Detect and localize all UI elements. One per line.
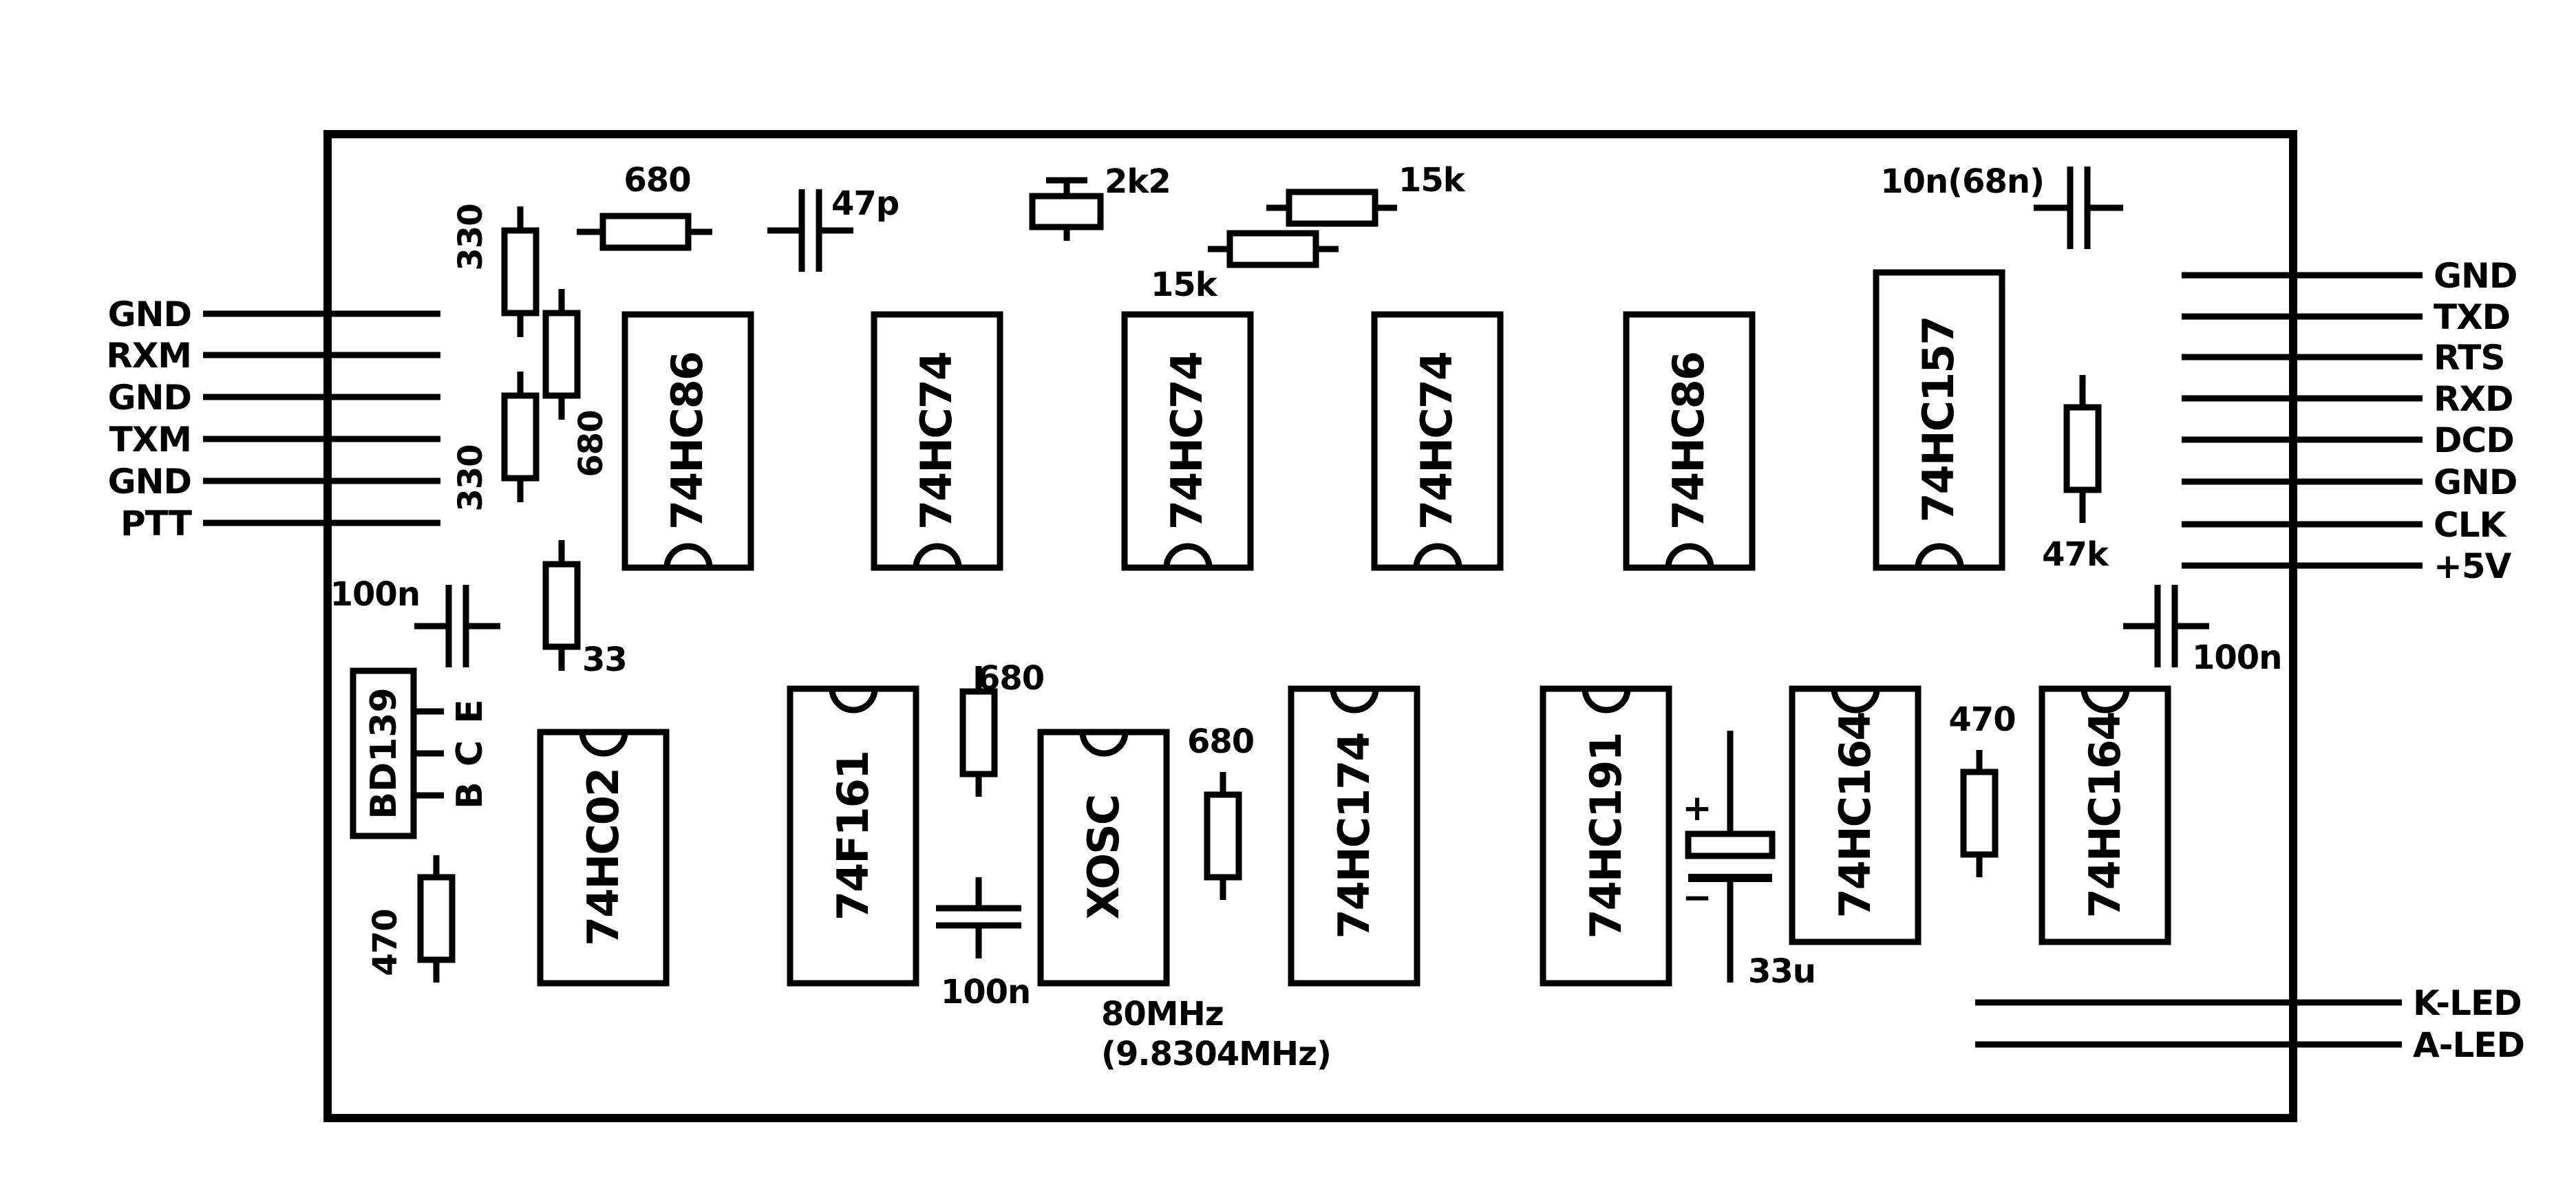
right-pin-label: TXD (2434, 297, 2510, 337)
right-pin-label: GND (2434, 462, 2517, 502)
right-connector: GND TXD RTS RXD DCD GND CLK +5V (2182, 256, 2518, 586)
capacitor-10n: 10n(68n) (1880, 162, 2123, 249)
ic-u9: XOSC (1037, 729, 1170, 987)
resistor-15k-b: 15k (1151, 230, 1339, 304)
ic-label: 74HC174 (1329, 733, 1379, 938)
resistor-value: 680 (977, 659, 1044, 698)
right-pin-label: DCD (2434, 420, 2514, 460)
resistor-680-a: 680 (542, 289, 610, 477)
resistor-value: 680 (572, 410, 610, 477)
ic-u7: 74HC02 (537, 729, 670, 987)
resistor-value: 680 (1187, 722, 1254, 761)
ic-label: 74HC02 (578, 769, 628, 946)
resistor-value: 680 (624, 161, 690, 200)
left-pin-label: GND (108, 378, 191, 418)
resistor-value: 470 (366, 909, 405, 976)
ic-u6: 74HC157 (1873, 269, 2005, 571)
right-pin-label: RXD (2434, 379, 2513, 419)
ic-u12: 74HC164 (1789, 685, 1922, 945)
right-pin-label: CLK (2434, 505, 2508, 545)
capacitor-value: 100n (941, 973, 1030, 1011)
ic-u10: 74HC174 (1288, 685, 1420, 987)
capacitor-value: 47p (831, 184, 899, 223)
resistor-value: 47k (2042, 535, 2109, 574)
right-pin-label: RTS (2434, 338, 2504, 378)
ic-label: 74HC74 (1162, 352, 1212, 530)
resistor-680-top: 680 (577, 161, 712, 251)
capacitor-100n-b: 100n (936, 877, 1031, 1011)
osc-frequency-label: 80MHz (1101, 995, 1224, 1033)
ic-label: 74HC164 (2080, 712, 2130, 918)
resistor-value: 470 (1948, 700, 2015, 739)
ic-label: 74F161 (828, 751, 878, 921)
capacitor-plus-sign: + (1682, 788, 1712, 829)
resistor-330-b: 330 (451, 372, 540, 512)
ic-u13: 74HC164 (2039, 685, 2171, 945)
resistor-value: 330 (451, 444, 490, 511)
capacitor-minus-sign: − (1682, 877, 1712, 919)
ic-u11: 74HC191 (1540, 685, 1672, 987)
a-led-label: A-LED (2413, 1025, 2524, 1065)
ic-u5: 74HC86 (1623, 311, 1756, 571)
transistor-label: BD139 (363, 687, 405, 819)
left-pin-label: GND (108, 294, 191, 334)
ic-label: 74HC157 (1913, 316, 1963, 522)
resistor-33: 33 (542, 540, 628, 679)
left-pin-label: RXM (106, 336, 191, 376)
ic-u2: 74HC74 (871, 311, 1003, 571)
ic-label: XOSC (1078, 795, 1129, 919)
trimmer-2k2: 2k2 (1029, 162, 1171, 241)
ic-u4: 74HC74 (1371, 311, 1504, 571)
osc-frequency-alt-label: (9.8304MHz) (1101, 1035, 1331, 1073)
ic-label: 74HC86 (662, 352, 712, 530)
resistor-470-b: 470 (1948, 700, 2016, 877)
pin-c-label: C (449, 740, 491, 766)
ic-label: 74HC74 (911, 352, 961, 530)
right-pin-label: GND (2434, 256, 2517, 296)
capacitor-value: 10n(68n) (1880, 162, 2044, 201)
k-led-label: K-LED (2413, 983, 2522, 1023)
transistor-bd139: BD139 E C B (350, 667, 491, 839)
pin-e-label: E (449, 699, 491, 724)
ic-label: 74HC191 (1581, 733, 1631, 938)
trimmer-value: 2k2 (1105, 162, 1171, 201)
left-pin-label: PTT (120, 504, 192, 544)
resistor-value: 330 (451, 204, 490, 270)
capacitor-33u: + − 33u (1682, 731, 1816, 991)
ic-label: 74HC164 (1830, 712, 1880, 918)
resistor-330-a: 330 (451, 204, 540, 337)
ic-u8: 74F161 (787, 685, 919, 987)
ic-label: 74HC86 (1663, 352, 1714, 530)
resistor-680-c: 680 (1187, 722, 1255, 900)
capacitor-100n-c: 100n (2123, 585, 2282, 677)
left-pin-label: TXM (109, 420, 191, 460)
board-outline (323, 130, 2297, 1122)
capacitor-value: 100n (2192, 638, 2281, 677)
resistor-680-b: 680 (959, 659, 1045, 797)
resistor-15k-a: 15k (1266, 161, 1467, 227)
ic-u1: 74HC86 (621, 311, 754, 571)
resistor-value: 33 (582, 641, 627, 679)
left-connector: GND RXM GND TXM GND PTT (106, 294, 440, 544)
resistor-value: 15k (1398, 161, 1466, 200)
left-pin-label: GND (108, 462, 191, 502)
ic-label: 74HC74 (1412, 352, 1462, 530)
capacitor-value: 33u (1748, 952, 1816, 991)
right-pin-label: +5V (2434, 546, 2512, 586)
capacitor-47p: 47p (767, 184, 900, 272)
capacitor-100n-a: 100n (330, 575, 500, 667)
capacitor-value: 100n (330, 575, 420, 614)
pin-b-label: B (449, 782, 491, 809)
resistor-value: 15k (1151, 266, 1218, 304)
resistor-470-a: 470 (366, 855, 456, 983)
ic-u3: 74HC74 (1121, 311, 1254, 571)
resistor-47k: 47k (2042, 375, 2110, 574)
led-pins: K-LED A-LED (1975, 983, 2525, 1065)
